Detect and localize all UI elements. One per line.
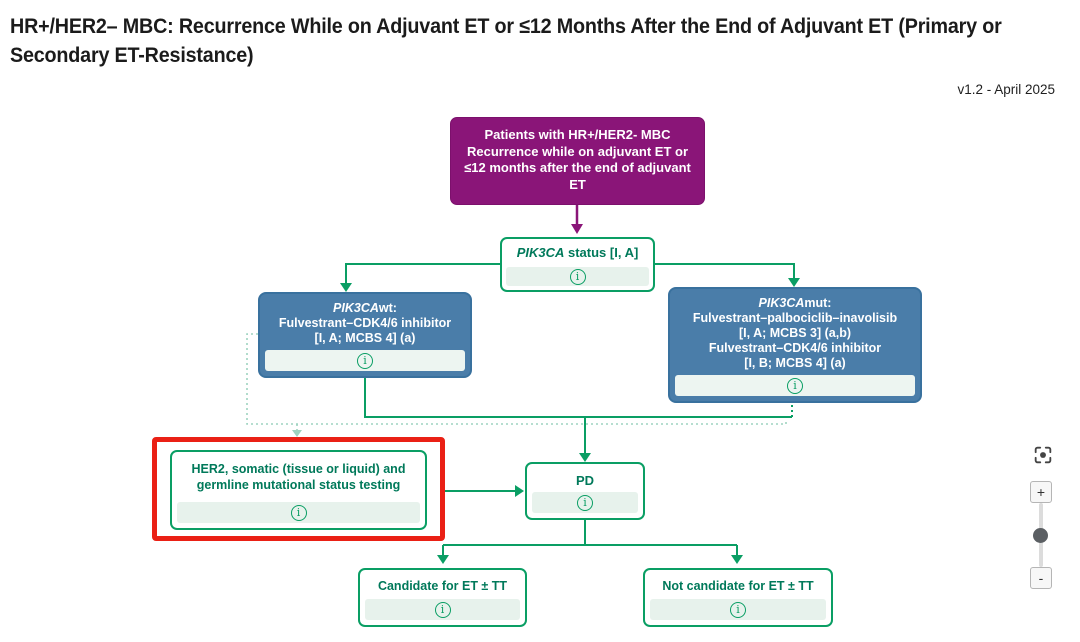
page-title-line1: HR+/HER2– MBC: Recurrence While on Adjuv… (10, 15, 1002, 38)
node-pd[interactable]: PD i (525, 462, 645, 520)
info-icon: i (787, 377, 803, 394)
info-icon: i (577, 494, 593, 511)
node-label: Not candidate for ET ± TT (662, 579, 814, 593)
node-candidate-et-tt[interactable]: Candidate for ET ± TT i (358, 568, 527, 627)
node-label: PD (575, 473, 595, 488)
info-icon: i (730, 601, 746, 618)
line-pd-split (442, 520, 738, 555)
info-button[interactable]: i (675, 375, 915, 396)
info-button[interactable]: i (365, 599, 520, 620)
node-patients-line: ET (569, 176, 586, 192)
version-label: v1.2 - April 2025 (957, 82, 1055, 97)
arrow-status-to-mut (655, 263, 795, 279)
node-pik3ca-status[interactable]: PIK3CA status [I, A] i (500, 237, 655, 292)
node-label: PIK3CAwt: Fulvestrant–CDK4/6 inhibitor [… (278, 301, 452, 345)
node-pik3ca-mut[interactable]: PIK3CAmut: Fulvestrant–palbociclib–inavo… (668, 287, 922, 403)
node-patients-line: ≤12 months after the end of adjuvant (464, 160, 691, 175)
node-her2-germline-testing[interactable]: HER2, somatic (tissue or liquid) and ger… (170, 450, 427, 530)
node-pik3ca-wt[interactable]: PIK3CAwt: Fulvestrant–CDK4/6 inhibitor [… (258, 292, 472, 378)
node-patients-line: Patients with HR+/HER2- MBC (484, 127, 671, 142)
page-title: HR+/HER2– MBC: Recurrence While on Adjuv… (10, 12, 1044, 70)
info-button[interactable]: i (265, 350, 465, 371)
zoom-slider-handle[interactable] (1033, 528, 1048, 543)
node-label: PIK3CA status [I, A] (516, 245, 639, 260)
zoom-out-button[interactable]: - (1030, 567, 1052, 589)
info-icon: i (569, 268, 586, 285)
info-button[interactable]: i (177, 502, 420, 523)
arrow-status-to-wt (345, 263, 500, 284)
info-button[interactable]: i (532, 492, 638, 513)
node-not-candidate-et-tt[interactable]: Not candidate for ET ± TT i (643, 568, 833, 627)
node-label: HER2, somatic (tissue or liquid) and ger… (191, 462, 406, 492)
info-button[interactable]: i (506, 267, 649, 286)
node-label: Candidate for ET ± TT (377, 579, 508, 593)
zoom-in-button[interactable]: + (1030, 481, 1052, 503)
node-label: PIK3CAmut: Fulvestrant–palbociclib–inavo… (692, 296, 898, 370)
info-button[interactable]: i (650, 599, 826, 620)
info-icon: i (434, 601, 451, 618)
node-patients[interactable]: Patients with HR+/HER2- MBC Recurrence w… (450, 117, 705, 205)
info-icon: i (290, 504, 307, 521)
info-icon: i (357, 352, 373, 369)
fit-view-icon[interactable] (1032, 444, 1054, 466)
page-title-line2: Secondary ET-Resistance) (10, 44, 254, 67)
node-patients-line: Recurrence while on adjuvant ET or (466, 143, 689, 159)
